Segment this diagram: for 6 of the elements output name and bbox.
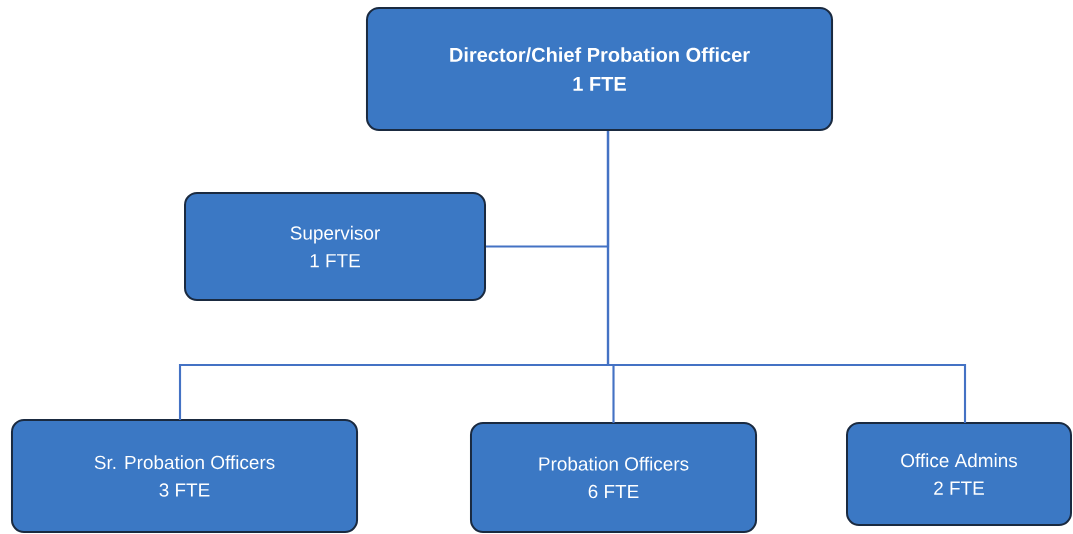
org-box: Supervisor 1 FTE (184, 192, 486, 301)
org-box: Office Admins 2 FTE (846, 422, 1072, 526)
org-box: Director/Chief Probation Officer 1 FTE (366, 7, 834, 131)
org-box: Sr. Probation Officers 3 FTE (11, 419, 359, 533)
connector-line (606, 131, 967, 423)
org-box: Probation Officers 6 FTE (470, 421, 758, 533)
